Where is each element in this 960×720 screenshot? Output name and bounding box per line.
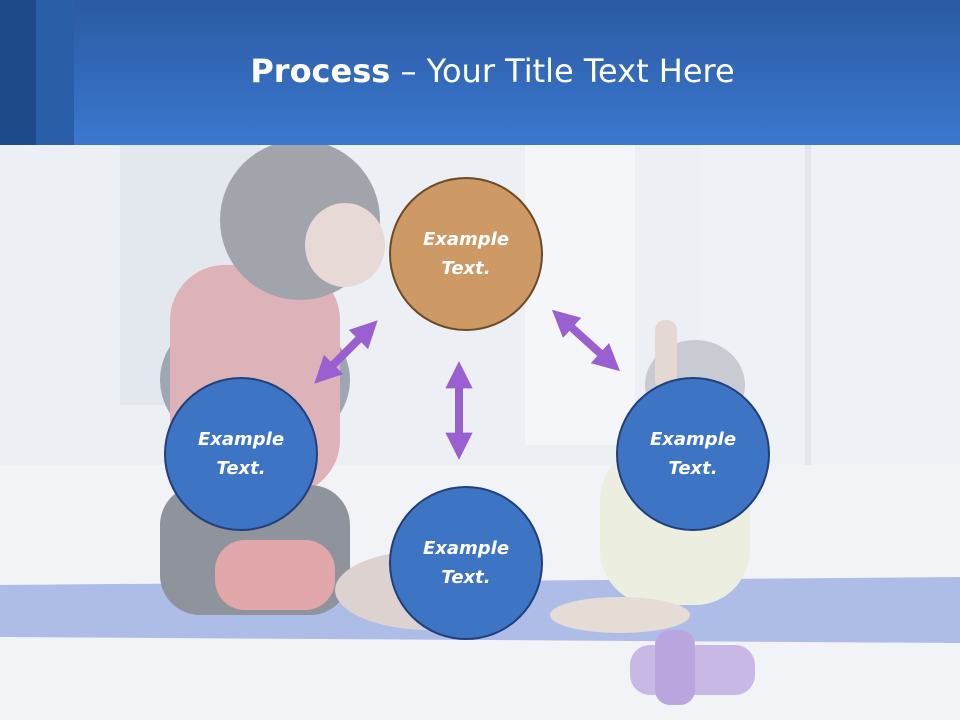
node-top-text: Example Text. bbox=[422, 229, 510, 279]
title-bar: Process – Your Title Text Here bbox=[0, 0, 960, 145]
arrow-right-top bbox=[551, 309, 621, 372]
node-bottom-text: Example Text. bbox=[422, 538, 510, 588]
slide-title-bold: Process bbox=[250, 52, 391, 90]
node-right-text: Example Text. bbox=[649, 429, 737, 479]
header-accent-mid bbox=[36, 0, 74, 145]
slide-title[interactable]: Process – Your Title Text Here bbox=[0, 52, 960, 90]
arrow-left-top bbox=[314, 320, 378, 384]
node-left-text: Example Text. bbox=[197, 429, 285, 479]
node-right[interactable]: Example Text. bbox=[616, 377, 770, 531]
header-accent-dark bbox=[0, 0, 36, 145]
slide-title-rest: – Your Title Text Here bbox=[390, 52, 735, 90]
node-left[interactable]: Example Text. bbox=[164, 377, 318, 531]
node-top[interactable]: Example Text. bbox=[389, 177, 543, 331]
node-bottom[interactable]: Example Text. bbox=[389, 486, 543, 640]
